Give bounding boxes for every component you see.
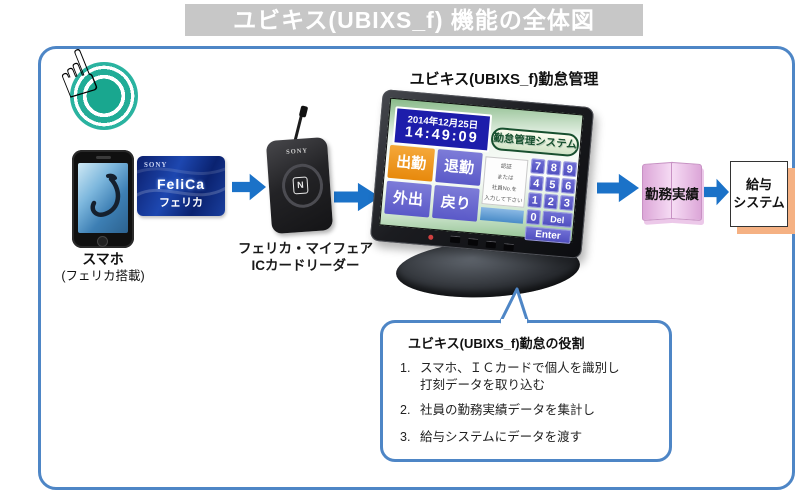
keypad-key-7: 7 xyxy=(530,158,546,175)
smartphone-label-line2: (フェリカ搭載) xyxy=(61,269,145,283)
callout-item-line: 社員の勤務実績データを集計し xyxy=(420,403,596,417)
power-led-icon xyxy=(428,234,434,240)
kiosk-monitor: 2014年12月25日 14:49:09 勤怠管理システム 出勤 退勤 外出 戻… xyxy=(369,89,595,259)
kiosk-heading: ユビキス(UBIXS_f)勤怠管理 xyxy=(409,71,599,88)
callout-item-3: 3. 給与システムにデータを渡す xyxy=(400,429,582,446)
payroll-label-line1: 給与 xyxy=(745,177,772,192)
smartphone-illustration xyxy=(72,150,134,248)
reader-label-line1: フェリカ・マイフェア xyxy=(238,241,373,256)
work-record-label: 勤務実績 xyxy=(645,187,699,202)
felica-card-brand: SONY xyxy=(144,161,168,169)
monitor-control-button xyxy=(449,235,461,244)
diagram-title: ユビキス(UBIXS_f) 機能の全体図 xyxy=(185,4,643,36)
smartphone-screen xyxy=(78,163,128,233)
callout-item-number: 1. xyxy=(400,361,411,375)
kiosk-button-go-out: 外出 xyxy=(384,180,432,218)
kiosk-button-clock-in: 出勤 xyxy=(387,144,436,182)
payroll-label-line2: システム xyxy=(733,195,785,210)
felica-wave-icon xyxy=(90,173,121,217)
kiosk-button-return: 戻り xyxy=(431,184,480,222)
keypad-key-0: 0 xyxy=(525,209,542,226)
callout-item-text: スマホ、ＩＣカードで個人を識別し 打刻データを取り込む xyxy=(420,360,620,394)
kiosk-button-clock-out: 退勤 xyxy=(435,149,483,186)
callout-box xyxy=(380,320,672,462)
keypad-key-enter: Enter xyxy=(524,226,572,244)
keypad-key-9: 9 xyxy=(562,161,578,178)
felica-card: SONY FeliCa フェリカ xyxy=(137,156,225,216)
reader-brand: SONY xyxy=(285,147,309,156)
kiosk-message-panel: 認証 または 社員No.を 入力して下さい xyxy=(481,156,529,208)
keypad-key-3: 3 xyxy=(559,194,575,212)
reader-label-line2: ICカードリーダー xyxy=(251,258,360,273)
payroll-system-box: 給与 システム xyxy=(730,161,788,227)
callout-title: ユビキス(UBIXS_f)勤怠の役割 xyxy=(408,336,585,351)
smartphone-label-line1: スマホ xyxy=(82,251,124,267)
keypad-key-4: 4 xyxy=(528,175,545,192)
felica-card-name-jp: フェリカ xyxy=(159,197,203,209)
keypad-key-6: 6 xyxy=(560,177,576,195)
ic-card-reader-illustration: SONY N xyxy=(265,136,334,235)
callout-tail xyxy=(498,287,530,324)
kiosk-input-field xyxy=(479,207,524,224)
callout-item-number: 2. xyxy=(400,403,411,417)
nfc-mark-icon: N xyxy=(292,176,309,195)
callout-item-line: 給与システムにデータを渡す xyxy=(420,430,583,444)
keypad-key-del: Del xyxy=(541,210,573,229)
keypad-key-1: 1 xyxy=(527,192,543,209)
keypad-key-2: 2 xyxy=(543,193,559,210)
keypad-key-5: 5 xyxy=(544,176,560,193)
callout-item-line: スマホ、ＩＣカードで個人を識別し xyxy=(420,361,620,375)
work-record-book: 勤務実績 xyxy=(642,160,702,222)
phone-speaker xyxy=(96,156,111,159)
phone-home-button xyxy=(97,236,108,247)
kiosk-message-line: 入力して下さい xyxy=(483,195,523,205)
kiosk-screen: 2014年12月25日 14:49:09 勤怠管理システム 出勤 退勤 外出 戻… xyxy=(379,97,584,244)
callout-item-2: 2. 社員の勤務実績データを集計し xyxy=(400,402,595,419)
kiosk-system-title: 勤怠管理システム xyxy=(490,126,580,158)
monitor-control-button xyxy=(485,240,497,249)
callout-item-1: 1. スマホ、ＩＣカードで個人を識別し 打刻データを取り込む xyxy=(400,360,620,394)
callout-item-line: 打刻データを取り込む xyxy=(420,378,546,392)
touch-rings-icon xyxy=(70,62,138,130)
callout-item-number: 3. xyxy=(400,430,411,444)
keypad-key-8: 8 xyxy=(546,159,562,176)
felica-logo-text: FeliCa xyxy=(156,176,205,192)
monitor-control-button xyxy=(503,243,515,252)
monitor-control-button xyxy=(467,238,479,246)
card-wave-decoration xyxy=(137,167,225,197)
